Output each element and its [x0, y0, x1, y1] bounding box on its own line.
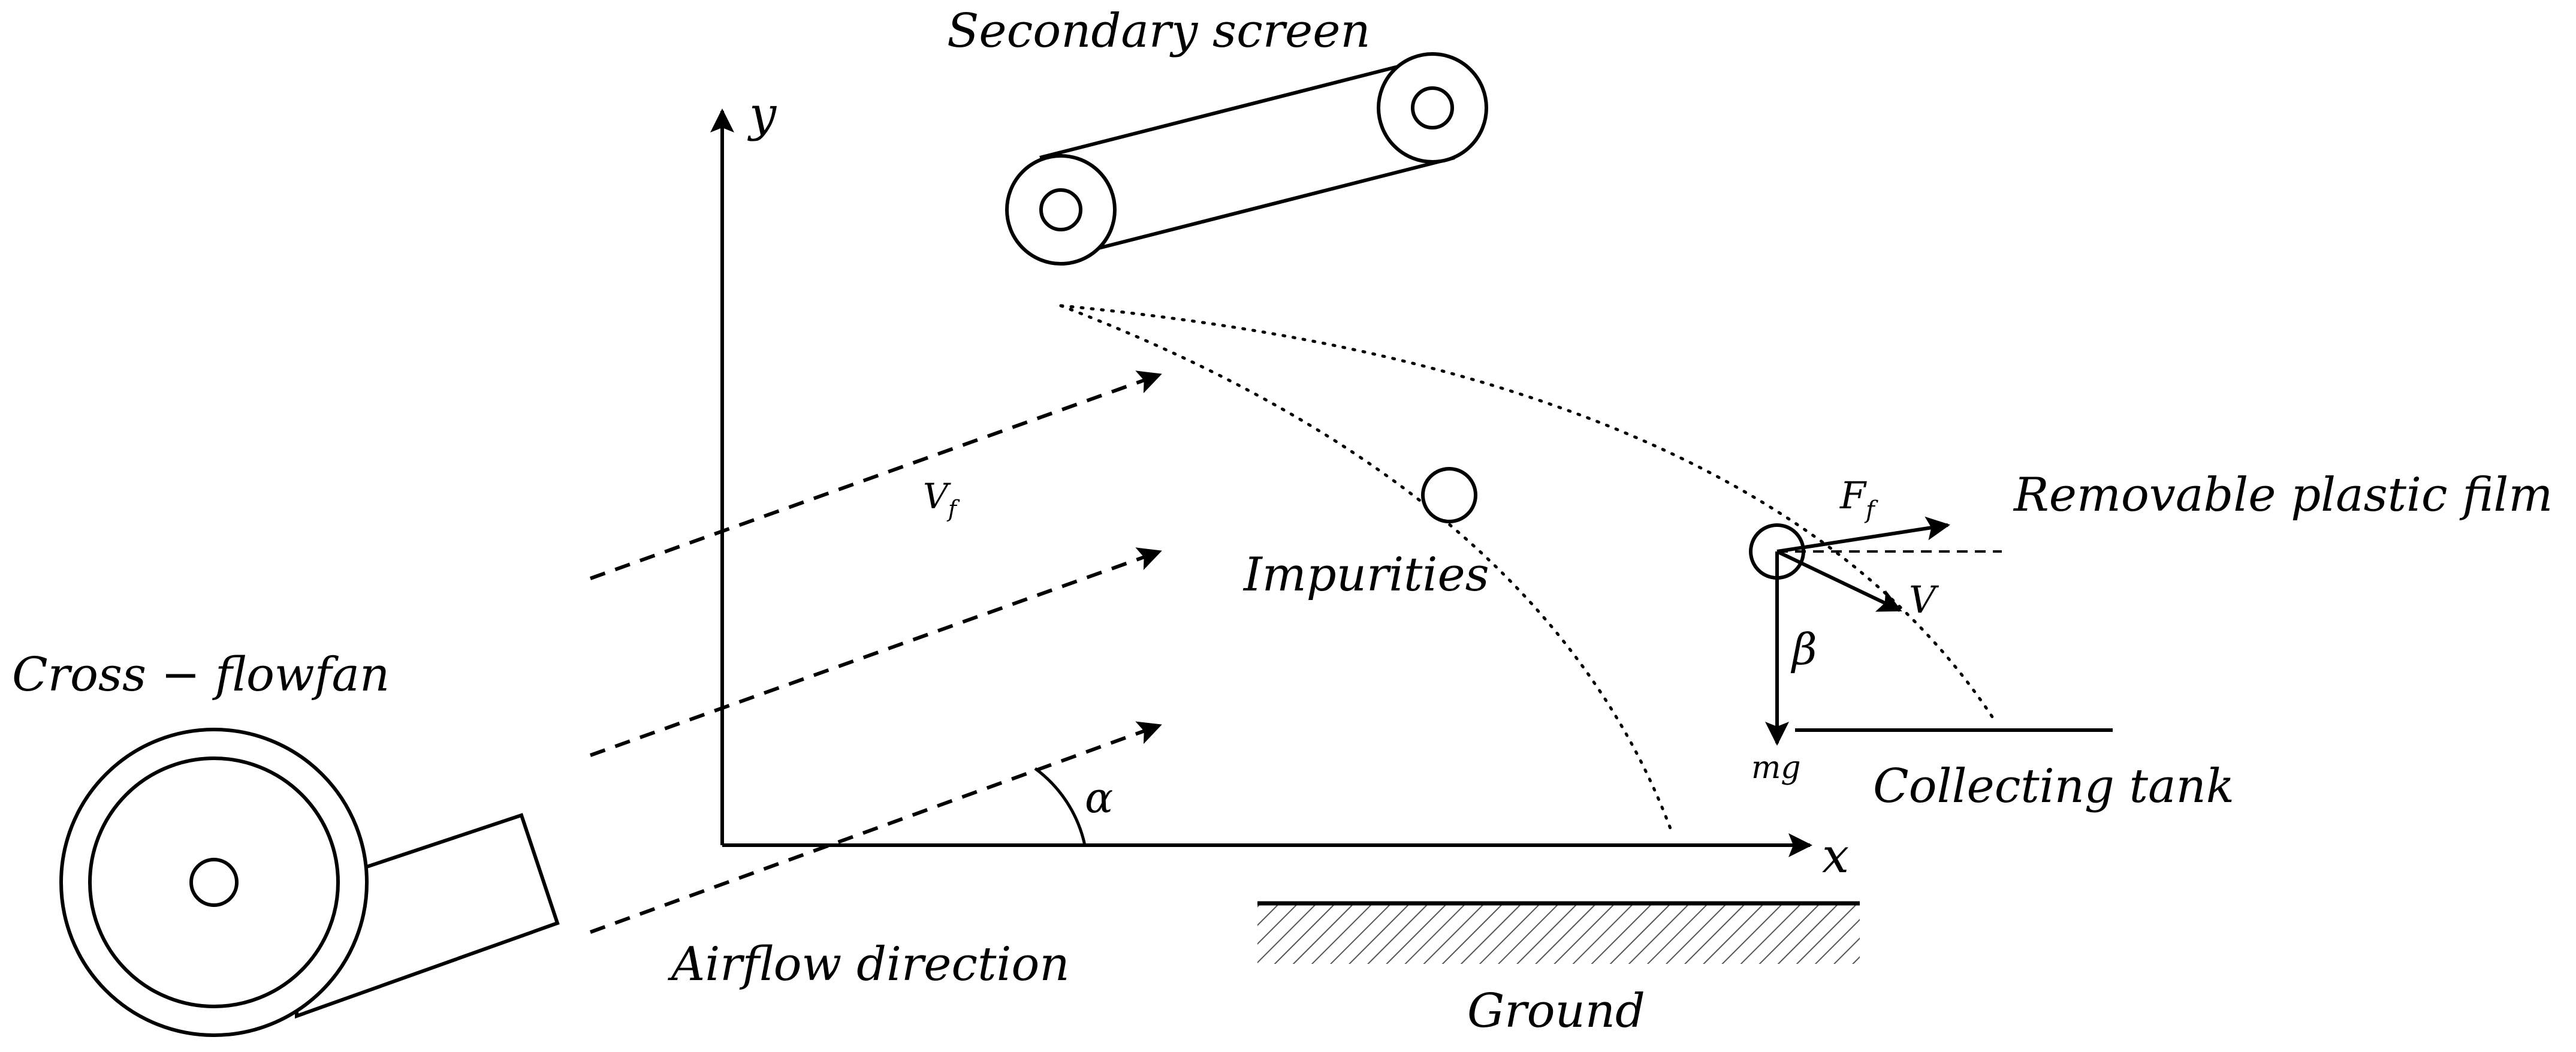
screen-roller-left [1005, 154, 1117, 266]
beta-label: β [1790, 624, 1817, 674]
x-axis-label: x [1822, 828, 1849, 884]
friction-force-label: Ff [1839, 474, 1878, 524]
airflow-direction-label: Airflow direction [668, 938, 1070, 991]
alpha-label: α [1085, 773, 1113, 822]
cross-flow-fan [59, 728, 560, 1037]
alpha-angle-arc [1034, 767, 1087, 846]
friction-force-arrow [1776, 516, 1950, 553]
airflow-arrow-bottom [589, 721, 1162, 934]
impurities-label: Impurities [1242, 548, 1489, 602]
secondary-screen-label: Secondary screen [947, 4, 1371, 58]
collecting-tank-label: Collecting tank [1873, 759, 2234, 813]
ground-hatching [1257, 905, 1860, 964]
fan-hub [189, 858, 239, 907]
film-trajectory [1059, 304, 1998, 724]
secondary-screen [1005, 52, 1488, 266]
airflow-arrow-middle [589, 547, 1162, 757]
cross-flow-fan-label: Cross − flowfan [12, 648, 390, 702]
y-axis-label: y [747, 86, 777, 142]
impurity-particle [1421, 467, 1477, 523]
airflow-arrow-top [589, 370, 1162, 580]
velocity-arrow [1776, 550, 1902, 612]
removable-film-label: Removable plastic film [2013, 468, 2553, 522]
ground-label: Ground [1467, 984, 1645, 1038]
fan-inner-ring [88, 756, 340, 1008]
velocity-label: V [1909, 578, 1939, 622]
impurity-trajectory [1059, 304, 1674, 835]
fan-outer-casing [59, 728, 369, 1037]
screen-roller-right [1377, 52, 1488, 164]
gravity-label: mg [1751, 750, 1801, 786]
air-velocity-label: Vf [923, 476, 960, 522]
